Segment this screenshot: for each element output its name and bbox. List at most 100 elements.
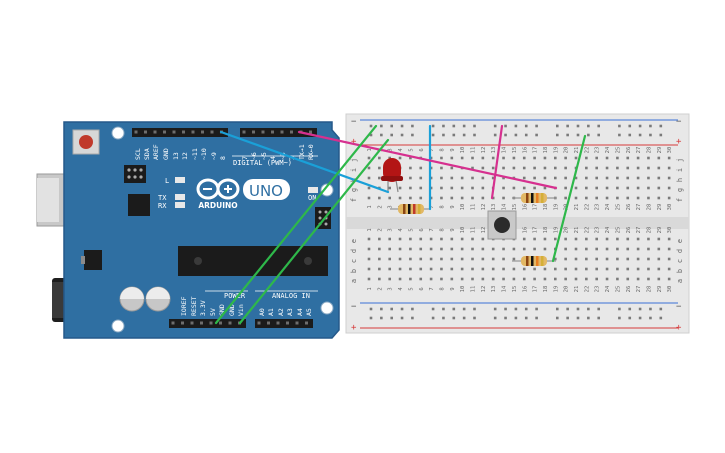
breadboard-hole[interactable] (616, 267, 619, 271)
breadboard-hole[interactable] (522, 156, 526, 160)
breadboard-hole[interactable] (491, 176, 495, 180)
breadboard-hole[interactable] (605, 196, 609, 200)
breadboard-hole[interactable] (411, 133, 414, 137)
breadboard-hole[interactable] (450, 267, 454, 271)
breadboard-hole[interactable] (649, 124, 652, 128)
breadboard-hole[interactable] (636, 186, 640, 190)
breadboard-hole[interactable] (491, 166, 495, 170)
breadboard-hole[interactable] (388, 156, 391, 160)
breadboard-hole[interactable] (450, 166, 454, 170)
header-pin[interactable] (172, 130, 176, 134)
breadboard-hole[interactable] (564, 247, 567, 251)
header-pin[interactable] (163, 130, 166, 134)
breadboard-hole[interactable] (471, 196, 474, 200)
breadboard-hole[interactable] (440, 156, 443, 160)
breadboard-hole[interactable] (502, 196, 505, 200)
breadboard-hole[interactable] (618, 133, 621, 137)
breadboard-hole[interactable] (605, 156, 609, 160)
breadboard-hole[interactable] (595, 277, 598, 281)
breadboard-hole[interactable] (657, 156, 661, 160)
breadboard-hole[interactable] (585, 247, 588, 251)
breadboard-hole[interactable] (636, 196, 640, 200)
breadboard-hole[interactable] (585, 166, 588, 170)
header-pin[interactable] (276, 321, 280, 325)
breadboard-hole[interactable] (638, 307, 642, 311)
breadboard-hole[interactable] (502, 176, 505, 180)
breadboard-hole[interactable] (564, 257, 567, 261)
breadboard-hole[interactable] (481, 156, 485, 160)
breadboard-hole[interactable] (493, 316, 497, 320)
breadboard-hole[interactable] (369, 124, 373, 128)
breadboard-hole[interactable] (616, 176, 619, 180)
breadboard-hole[interactable] (597, 316, 600, 320)
breadboard-hole[interactable] (605, 237, 609, 241)
breadboard-hole[interactable] (657, 277, 661, 281)
breadboard-hole[interactable] (667, 277, 671, 281)
breadboard-hole[interactable] (378, 237, 381, 241)
breadboard-hole[interactable] (493, 133, 497, 137)
breadboard-hole[interactable] (524, 124, 528, 128)
breadboard-hole[interactable] (462, 307, 466, 311)
breadboard-hole[interactable] (398, 156, 402, 160)
breadboard-hole[interactable] (533, 176, 536, 180)
breadboard-hole[interactable] (512, 277, 516, 281)
pushbutton[interactable] (487, 210, 517, 240)
breadboard-hole[interactable] (471, 176, 474, 180)
breadboard-hole[interactable] (473, 133, 476, 137)
breadboard-hole[interactable] (398, 257, 402, 261)
breadboard-hole[interactable] (618, 124, 621, 128)
breadboard-hole[interactable] (471, 156, 474, 160)
breadboard-hole[interactable] (481, 277, 485, 281)
breadboard-hole[interactable] (502, 257, 505, 261)
header-pin[interactable] (209, 321, 213, 325)
breadboard-hole[interactable] (574, 267, 578, 271)
breadboard-hole[interactable] (576, 124, 580, 128)
breadboard-hole[interactable] (390, 124, 393, 128)
breadboard-hole[interactable] (585, 267, 588, 271)
header-pin[interactable] (242, 130, 246, 134)
breadboard-hole[interactable] (442, 124, 445, 128)
breadboard-hole[interactable] (419, 247, 423, 251)
arduino-board[interactable]: L TX RX UNO ARDUINO ON (36, 121, 340, 339)
reset-button[interactable] (79, 135, 93, 149)
breadboard-hole[interactable] (431, 316, 435, 320)
breadboard-hole[interactable] (587, 307, 590, 311)
breadboard-hole[interactable] (605, 277, 609, 281)
breadboard-hole[interactable] (566, 133, 569, 137)
breadboard-hole[interactable] (543, 247, 547, 251)
breadboard-hole[interactable] (502, 186, 505, 190)
breadboard-hole[interactable] (647, 257, 650, 261)
breadboard-hole[interactable] (659, 307, 663, 311)
breadboard-hole[interactable] (388, 257, 391, 261)
breadboard-hole[interactable] (626, 196, 630, 200)
breadboard-hole[interactable] (481, 237, 485, 241)
breadboard-hole[interactable] (605, 257, 609, 261)
breadboard-hole[interactable] (512, 267, 516, 271)
breadboard-hole[interactable] (409, 196, 412, 200)
breadboard-hole[interactable] (626, 247, 630, 251)
breadboard-hole[interactable] (535, 124, 538, 128)
breadboard-hole[interactable] (419, 186, 423, 190)
breadboard-hole[interactable] (390, 133, 393, 137)
breadboard-hole[interactable] (388, 267, 391, 271)
header-pin[interactable] (261, 130, 265, 134)
wire-magenta-pin-to-resistor[interactable] (297, 130, 558, 190)
breadboard-hole[interactable] (471, 237, 474, 241)
breadboard-hole[interactable] (564, 277, 567, 281)
breadboard-hole[interactable] (429, 237, 433, 241)
breadboard-hole[interactable] (597, 124, 600, 128)
breadboard-hole[interactable] (667, 247, 671, 251)
breadboard-hole[interactable] (481, 247, 485, 251)
breadboard-hole[interactable] (524, 133, 528, 137)
breadboard-hole[interactable] (390, 316, 393, 320)
breadboard-hole[interactable] (398, 186, 402, 190)
breadboard-hole[interactable] (616, 247, 619, 251)
breadboard-hole[interactable] (471, 186, 474, 190)
breadboard-hole[interactable] (400, 133, 404, 137)
header-pin[interactable] (191, 130, 195, 134)
breadboard-hole[interactable] (440, 186, 443, 190)
breadboard-hole[interactable] (595, 166, 598, 170)
breadboard-hole[interactable] (398, 237, 402, 241)
breadboard-hole[interactable] (522, 267, 526, 271)
breadboard-hole[interactable] (595, 176, 598, 180)
